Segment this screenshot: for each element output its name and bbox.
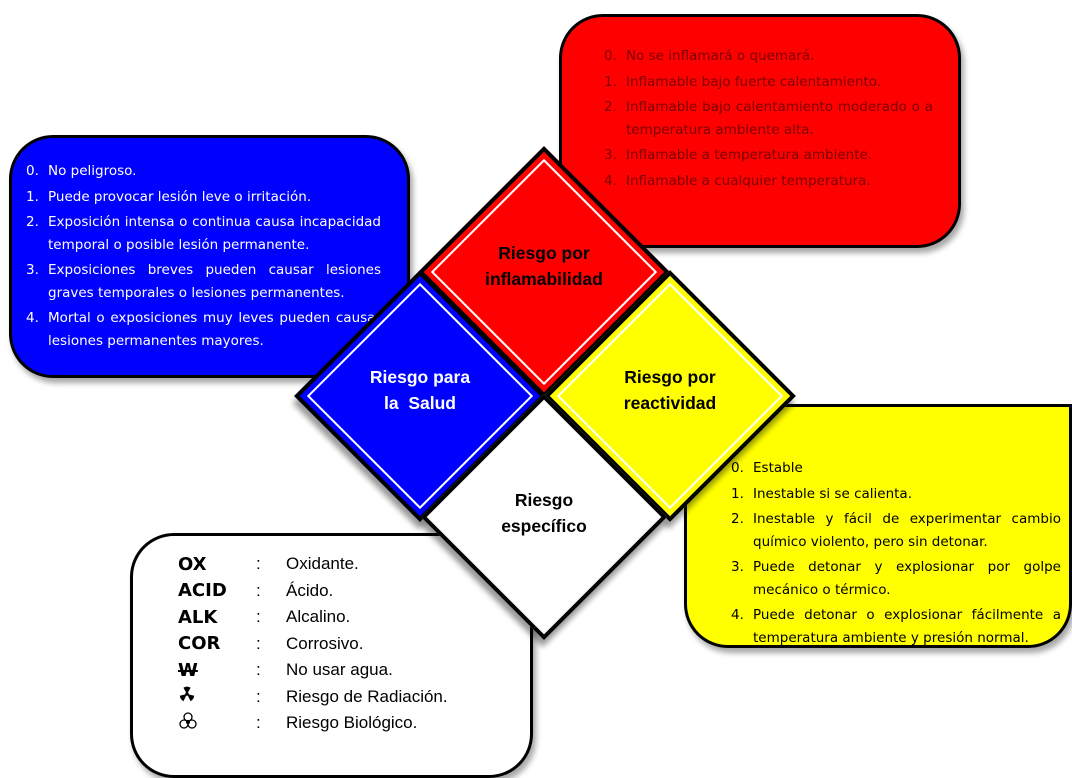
reactivity-level-3: 3.Puede detonar y explosionar por golpe … — [731, 559, 1061, 598]
code-label: COR — [178, 633, 221, 655]
flammability-level-2: 2.Inflamable bajo calentamiento moderado… — [604, 99, 933, 138]
code-description: Riesgo Biológico. — [286, 713, 418, 733]
code-label: ACID — [178, 580, 227, 602]
health-level-3: 3.Exposiciones breves pueden causar lesi… — [26, 262, 381, 301]
code-description: Ácido. — [286, 580, 334, 600]
code-row-cor: COR : Corrosivo. — [178, 631, 448, 658]
code-description: Alcalino. — [286, 607, 351, 627]
code-row-biohazard: : Riesgo Biológico. — [178, 710, 448, 737]
reactivity-level-2: 2.Inestable y fácil de experimentar camb… — [731, 511, 1061, 550]
code-separator: : — [256, 660, 261, 680]
code-row-radiation: : Riesgo de Radiación. — [178, 684, 448, 711]
code-row-ox: OX : Oxidante. — [178, 551, 448, 578]
specific-codes-list: OX : Oxidante. ACID : Ácido. ALK : Alcal… — [178, 551, 448, 737]
reactivity-level-0: 0.Estable — [731, 460, 803, 476]
reactivity-levels-list: 0.Estable 1.Inestable si se calienta. 2.… — [731, 457, 1061, 652]
flammability-level-0: 0.No se inflamará o quemará. — [604, 48, 815, 64]
health-levels-list: 0.No peligroso. 1.Puede provocar lesión … — [26, 160, 381, 355]
health-title: Riesgo para la Salud — [369, 367, 471, 413]
flammability-level-3: 3.Inflamable a temperatura ambiente. — [604, 147, 873, 163]
health-level-0: 0.No peligroso. — [26, 163, 137, 179]
code-description: Oxidante. — [286, 554, 359, 574]
reactivity-title: Riesgo por reactividad — [623, 367, 717, 413]
code-separator: : — [256, 607, 261, 627]
code-label: W — [178, 659, 198, 681]
code-label: OX — [178, 553, 207, 575]
specific-codes-box: OX : Oxidante. ACID : Ácido. ALK : Alcal… — [130, 533, 533, 778]
health-level-1: 1.Puede provocar lesión leve o irritació… — [26, 188, 312, 205]
code-separator: : — [256, 686, 261, 706]
code-description: Riesgo de Radiación. — [286, 686, 448, 706]
reactivity-level-4: 4.Puede detonar o explosionar fácilmente… — [731, 607, 1061, 646]
radiation-icon — [178, 685, 256, 708]
code-label: ALK — [178, 606, 218, 628]
health-level-4: 4.Mortal o exposiciones muy leves pueden… — [26, 310, 381, 349]
reactivity-level-1: 1.Inestable si se calienta. — [731, 485, 912, 502]
health-level-2: 2.Exposición intensa o continua causa in… — [26, 214, 381, 253]
biohazard-icon — [178, 711, 256, 736]
code-separator: : — [256, 633, 261, 653]
code-row-alk: ALK : Alcalino. — [178, 604, 448, 631]
code-description: No usar agua. — [286, 660, 393, 680]
code-row-acid: ACID : Ácido. — [178, 578, 448, 605]
flammability-levels-box: 0.No se inflamará o quemará. 1.Inflamabl… — [559, 14, 961, 248]
code-description: Corrosivo. — [286, 633, 364, 653]
flammability-levels-list: 0.No se inflamará o quemará. 1.Inflamabl… — [604, 45, 933, 195]
code-separator: : — [256, 713, 261, 733]
flammability-title: Riesgo por inflamabilidad — [485, 243, 603, 289]
code-separator: : — [256, 580, 261, 600]
flammability-level-1: 1.Inflamable bajo fuerte calentamiento. — [604, 73, 882, 90]
flammability-level-4: 4.Inflamable a cualquier temperatura. — [604, 172, 871, 189]
code-separator: : — [256, 554, 261, 574]
specific-title: Riesgo específico — [501, 490, 587, 536]
code-row-w: W : No usar agua. — [178, 657, 448, 684]
reactivity-levels-box: 0.Estable 1.Inestable si se calienta. 2.… — [684, 404, 1072, 648]
health-levels-box: 0.No peligroso. 1.Puede provocar lesión … — [9, 135, 410, 378]
